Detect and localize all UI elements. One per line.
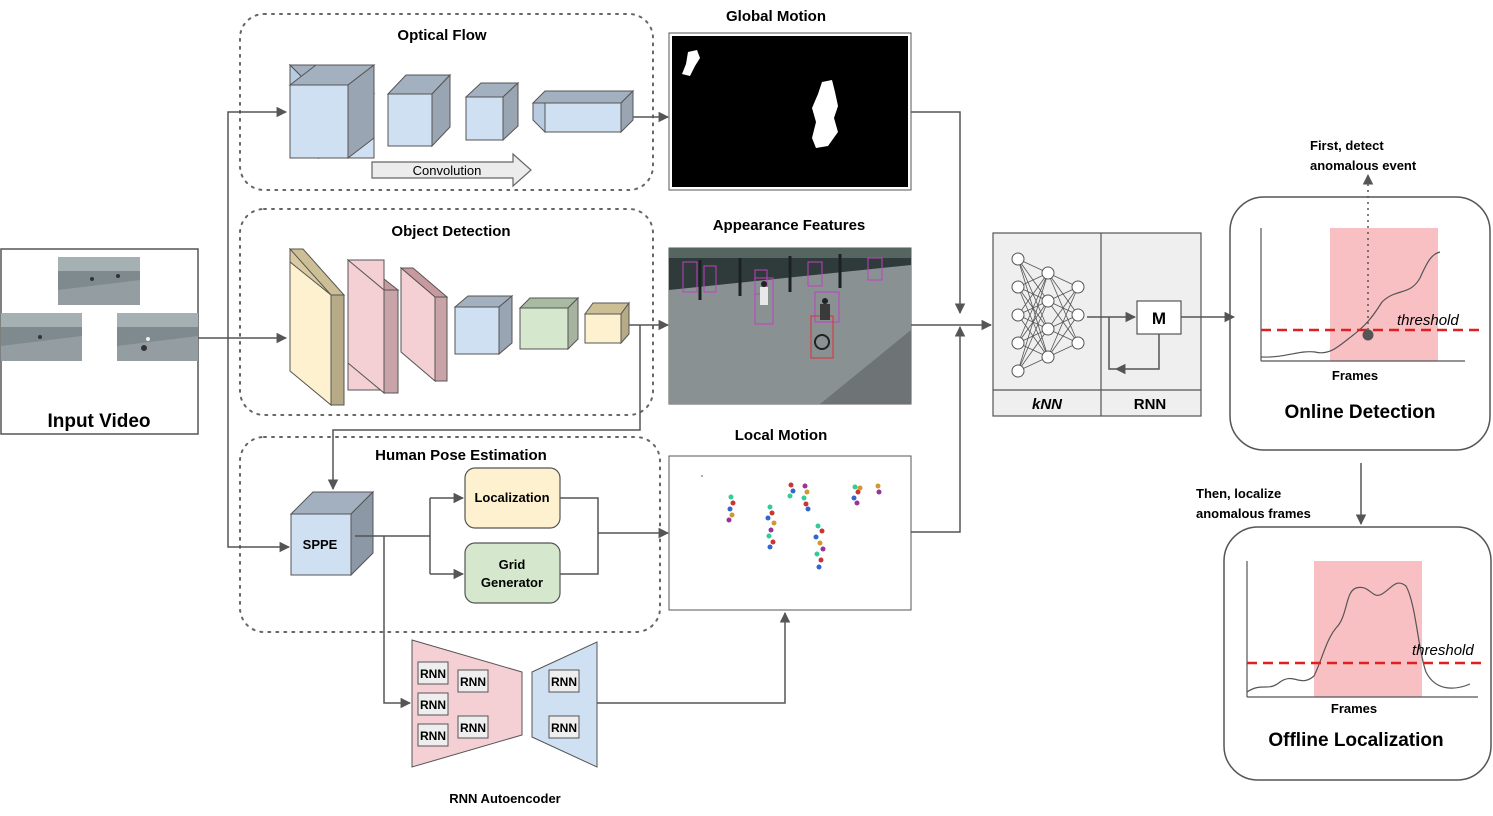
then-localize-line-2: anomalous frames [1196, 506, 1311, 521]
sppe-cube[interactable]: SPPE [289, 490, 375, 577]
global-motion-image [668, 32, 912, 191]
then-localize-line-1: Then, localize [1196, 486, 1281, 501]
rnn-cell: RNN [417, 692, 449, 716]
knn-label: kNN [1032, 396, 1063, 413]
object-detection-title: Object Detection [391, 223, 510, 240]
online-threshold-label: threshold [1397, 312, 1459, 329]
optical-flow-cube-a [288, 63, 376, 160]
first-detect-line-1: First, detect [1310, 138, 1384, 153]
detection-cube-green [518, 296, 580, 351]
grid-generator-label-1: Grid [499, 557, 526, 572]
knn-rnn-panel: M kNN RNN [992, 232, 1202, 417]
localization-box[interactable]: Localization [464, 467, 561, 529]
rnn-cell: RNN [548, 715, 580, 739]
detection-cube-pink-1 [346, 258, 400, 395]
input-video-panel: Input Video [0, 248, 199, 435]
rnn-cell: RNN [548, 669, 580, 693]
optical-flow-cube-c [464, 81, 520, 142]
rnn-cell: RNN [457, 715, 489, 739]
sppe-label: SPPE [303, 537, 338, 552]
video-frame-top [58, 257, 140, 305]
svg-text:RNN: RNN [460, 675, 486, 689]
rnn-label: RNN [1134, 396, 1167, 413]
memory-label: M [1152, 309, 1166, 328]
online-detection-label: Online Detection [1285, 402, 1436, 423]
detection-cube-yellow [288, 247, 346, 407]
svg-text:RNN: RNN [551, 721, 577, 735]
video-frame-right [117, 313, 198, 361]
appearance-features-image [668, 247, 912, 405]
detection-cube-blue [453, 294, 514, 356]
memory-box: M [1136, 300, 1182, 335]
detection-cube-pink-2 [399, 266, 449, 383]
svg-text:RNN: RNN [420, 698, 446, 712]
object-detection-box [239, 208, 654, 416]
svg-text:RNN: RNN [551, 675, 577, 689]
convolution-arrow: Convolution [371, 152, 532, 188]
neural-network-icon [1011, 252, 1085, 378]
svg-text:RNN: RNN [460, 721, 486, 735]
offline-threshold-label: threshold [1412, 642, 1474, 659]
video-frame-left [1, 313, 82, 361]
input-video-label: Input Video [47, 411, 150, 432]
rnn-encoder: RNN RNN RNN RNN RNN [411, 639, 523, 768]
rnn-autoencoder-label: RNN Autoencoder [449, 791, 560, 806]
optical-flow-cube-b [386, 73, 452, 148]
online-frames-label: Frames [1332, 368, 1378, 383]
grid-generator-box[interactable]: Grid Generator [464, 542, 561, 604]
convolution-label: Convolution [413, 163, 482, 178]
local-motion-image [668, 455, 912, 611]
detection-cube-beige [584, 301, 630, 345]
offline-localization-label: Offline Localization [1268, 730, 1443, 751]
connectors [198, 106, 1236, 709]
optical-flow-cube-d [531, 89, 635, 134]
rnn-cell: RNN [457, 669, 489, 693]
human-pose-estimation-title: Human Pose Estimation [375, 447, 547, 464]
global-motion-title: Global Motion [726, 8, 826, 25]
optical-flow-box [239, 13, 654, 191]
online-detection-panel: threshold Frames Online Detection [1229, 196, 1491, 451]
local-motion-title: Local Motion [735, 427, 828, 444]
appearance-features-title: Appearance Features [713, 217, 866, 234]
localization-label: Localization [474, 490, 549, 505]
svg-text:RNN: RNN [420, 667, 446, 681]
grid-generator-label-2: Generator [481, 575, 543, 590]
offline-localization-panel: threshold Frames Offline Localization [1223, 526, 1492, 781]
rnn-cell: RNN [417, 723, 449, 747]
first-detect-line-2: anomalous event [1310, 158, 1417, 173]
offline-frames-label: Frames [1331, 701, 1377, 716]
optical-flow-title: Optical Flow [397, 27, 487, 44]
rnn-decoder: RNN RNN [531, 641, 598, 768]
rnn-cell: RNN [417, 661, 449, 685]
svg-text:RNN: RNN [420, 729, 446, 743]
